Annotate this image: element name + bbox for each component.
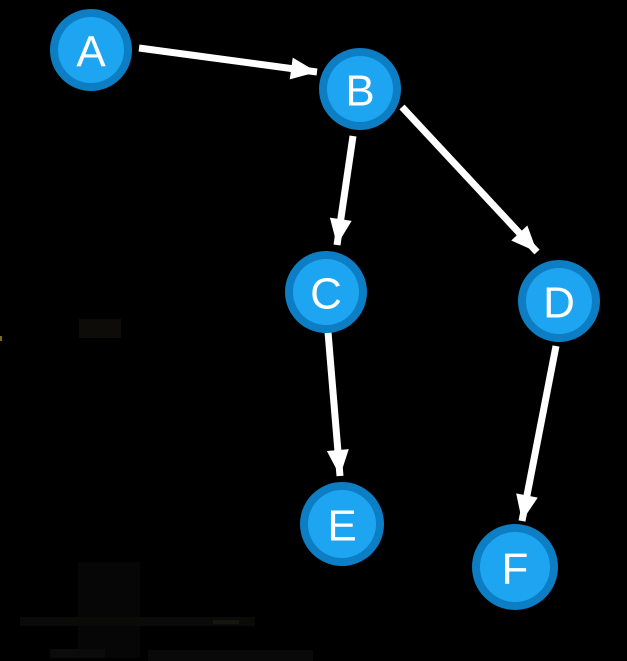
node-A[interactable]: A <box>50 9 132 91</box>
edge-B-C <box>329 135 357 246</box>
background-artifact <box>213 620 239 624</box>
node-B[interactable]: B <box>319 48 401 130</box>
node-body <box>293 259 359 325</box>
node-body <box>58 17 124 83</box>
background-artifact <box>148 650 313 661</box>
background-artifact <box>20 617 255 626</box>
node-D[interactable]: D <box>518 260 600 342</box>
edge-A-B <box>138 44 318 80</box>
background-artifact <box>78 562 140 658</box>
node-body <box>480 532 550 602</box>
background-artifact <box>50 649 105 658</box>
node-body <box>308 490 376 558</box>
edge-B-D <box>399 104 540 255</box>
node-F[interactable]: F <box>472 524 558 610</box>
node-body <box>327 56 393 122</box>
background-artifact <box>79 319 121 338</box>
background-artifact <box>0 336 2 341</box>
node-C[interactable]: C <box>285 251 367 333</box>
node-E[interactable]: E <box>300 482 384 566</box>
edge-D-F <box>516 345 560 522</box>
edge-C-E <box>324 331 349 477</box>
node-body <box>526 268 592 334</box>
